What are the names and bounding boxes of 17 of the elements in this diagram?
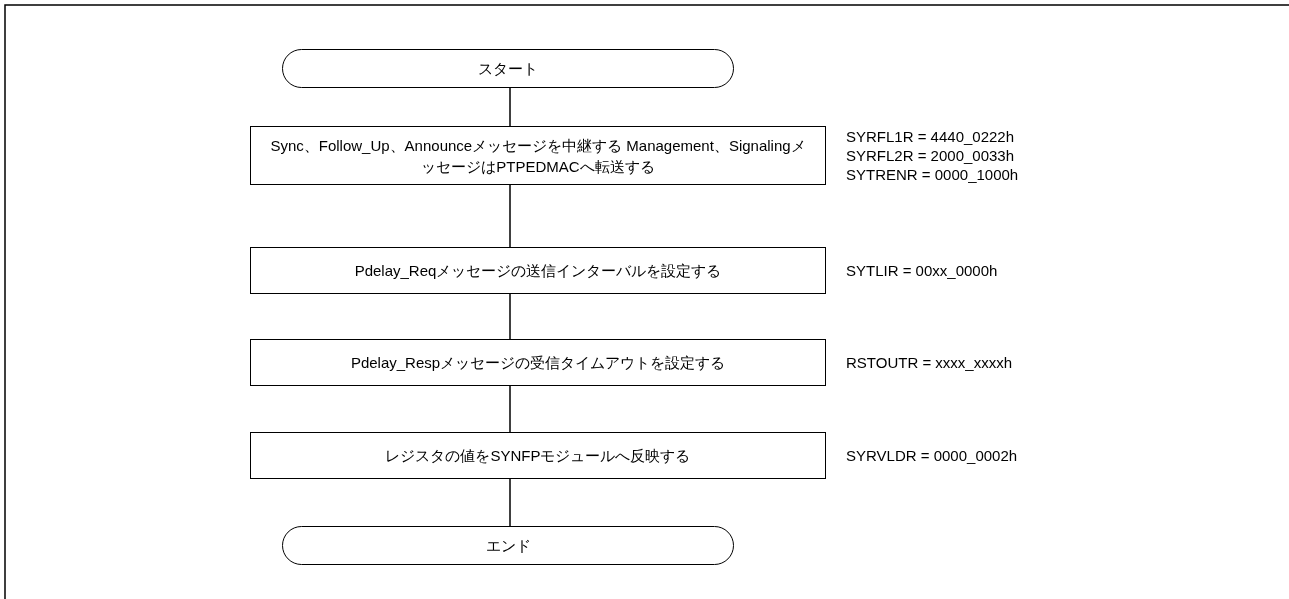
- step-label: エンド: [485, 536, 531, 556]
- step-label: Pdelay_Reqメッセージの送信インターバルを設定する: [354, 261, 722, 281]
- register-setting: SYRFL2R = 2000_0033h: [846, 146, 1016, 165]
- connector-line: [509, 184, 511, 248]
- register-setting: SYRFL1R = 4440_0222h: [846, 127, 1016, 146]
- register-setting: RSTOUTR = xxxx_xxxxh: [846, 353, 1012, 372]
- register-setting: SYRVLDR = 0000_0002h: [846, 446, 1018, 465]
- step-label: Pdelay_Respメッセージの受信タイムアウトを設定する: [350, 353, 726, 373]
- connector-line: [509, 385, 511, 433]
- connector-line: [509, 293, 511, 340]
- step-label: Sync、Follow_Up、Announceメッセージを中継する Management、SignalingメッセージはPTPEDMACへ転送する: [269, 135, 807, 177]
- register-setting: SYTLIR = 00xx_0000h: [846, 261, 998, 280]
- register-setting: SYTRENR = 0000_1000h: [846, 165, 1019, 184]
- step-label: スタート: [478, 59, 538, 79]
- connector-line: [509, 478, 511, 527]
- connector-line: [509, 87, 511, 127]
- step-label: レジスタの値をSYNFPモジュールへ反映する: [385, 446, 691, 466]
